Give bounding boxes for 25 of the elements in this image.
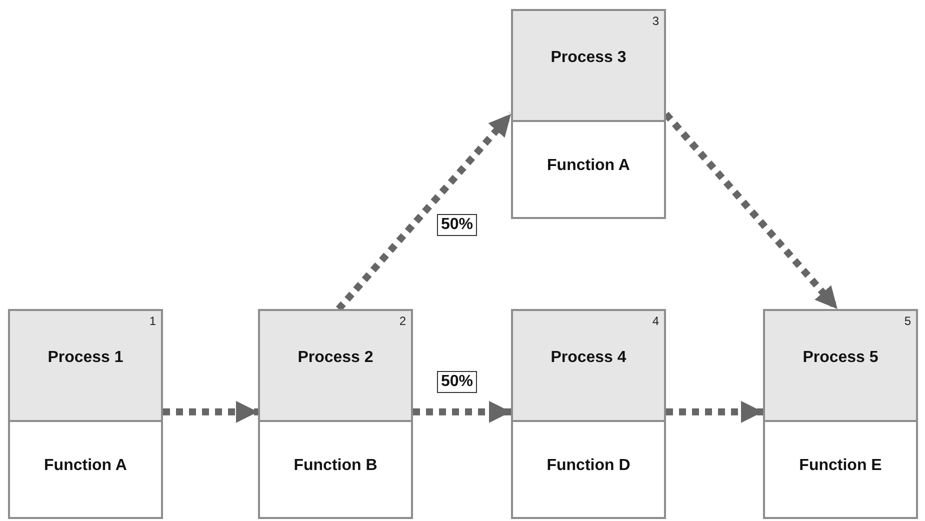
process-title: Process 4 bbox=[550, 348, 626, 368]
dotted-arrow bbox=[413, 400, 511, 423]
function-label: Function D bbox=[546, 456, 630, 476]
step-number: 3 bbox=[652, 13, 659, 30]
process-box bbox=[511, 9, 666, 219]
step-number: 2 bbox=[399, 313, 406, 330]
process-box bbox=[511, 309, 666, 519]
function-label: Function A bbox=[547, 156, 630, 176]
process-box bbox=[763, 309, 918, 519]
process-box bbox=[258, 309, 413, 519]
step-number: 4 bbox=[652, 313, 659, 330]
process-title: Process 2 bbox=[298, 348, 374, 368]
function-label: Function E bbox=[799, 456, 882, 476]
function-label: Function B bbox=[294, 456, 378, 476]
edge-label: 50% bbox=[436, 371, 478, 393]
function-label: Function A bbox=[44, 456, 127, 476]
step-number: 5 bbox=[904, 313, 911, 330]
step-number: 1 bbox=[149, 313, 156, 330]
process-title: Process 5 bbox=[802, 348, 878, 368]
process-title: Process 3 bbox=[550, 48, 626, 68]
process-title: Process 1 bbox=[48, 348, 124, 368]
edge-label: 50% bbox=[436, 214, 478, 236]
dotted-arrow bbox=[666, 400, 763, 423]
process-box bbox=[8, 309, 163, 519]
dotted-arrow bbox=[163, 400, 258, 423]
